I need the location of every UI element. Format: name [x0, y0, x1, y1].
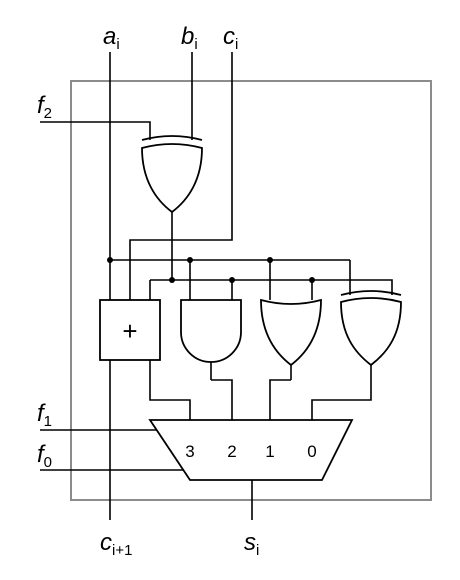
wire-bprime-to-xor	[312, 279, 393, 295]
wires	[40, 52, 393, 520]
control-label-f0: f0	[37, 441, 52, 471]
mux-input-label-1: 1	[265, 442, 274, 461]
module-boundary	[70, 80, 432, 501]
junction-dot	[187, 257, 193, 263]
xor-gate-f2	[141, 135, 203, 214]
junction-dot	[107, 257, 113, 263]
control-label-f1: f1	[37, 400, 52, 430]
input-label-a: ai	[103, 23, 120, 53]
adder-block	[99, 299, 161, 361]
adder-symbol: +	[122, 316, 137, 346]
wire-xor-to-mux0	[311, 365, 372, 420]
and-gate	[180, 299, 242, 363]
junction-dot	[229, 277, 235, 283]
wire-and-to-mux2	[211, 379, 233, 420]
input-label-c: ci	[223, 23, 238, 53]
mux-input-label-2: 2	[227, 442, 236, 461]
mux-input-label-0: 0	[307, 442, 316, 461]
mux-input-label-3: 3	[185, 442, 194, 461]
wire-or-to-mux1	[269, 379, 291, 420]
output-label-sum: si	[244, 529, 259, 559]
junctions	[107, 257, 315, 283]
wire-f2	[40, 121, 151, 140]
wire-sum-to-mux3	[149, 360, 191, 420]
input-label-b: bi	[181, 23, 198, 53]
junction-dot	[309, 277, 315, 283]
xor-gate	[340, 290, 402, 367]
junction-dot	[267, 257, 273, 263]
or-gate	[260, 298, 322, 367]
junction-dot	[169, 277, 175, 283]
multiplexer	[148, 419, 354, 481]
output-label-carry: ci+1	[100, 529, 132, 559]
wire-c	[129, 52, 233, 300]
control-label-f2: f2	[37, 92, 52, 122]
